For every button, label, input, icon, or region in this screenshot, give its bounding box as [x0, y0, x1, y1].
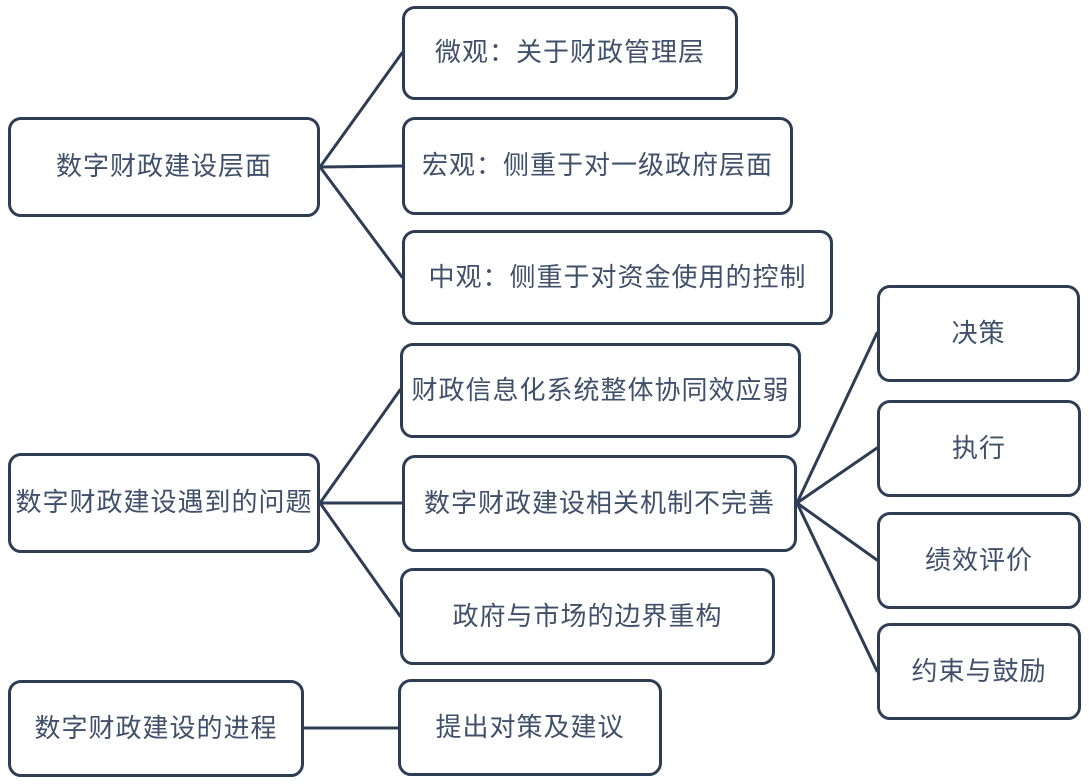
node-micro-level-label: 微观：关于财政管理层	[434, 38, 705, 68]
node-meso-level: 中观：侧重于对资金使用的控制	[402, 230, 833, 325]
node-boundary-restructure-label: 政府与市场的边界重构	[452, 601, 723, 631]
connector-problems-synergy	[318, 388, 402, 505]
node-construction-process-label: 数字财政建设的进程	[34, 713, 278, 743]
node-suggestions: 提出对策及建议	[398, 679, 662, 776]
connector-levels-micro	[318, 51, 404, 169]
node-execution: 执行	[877, 400, 1081, 497]
node-construction-process: 数字财政建设的进程	[8, 680, 304, 777]
node-problems-label: 数字财政建设遇到的问题	[15, 488, 313, 518]
node-construction-levels-label: 数字财政建设层面	[55, 152, 272, 182]
node-constraint-encouragement-label: 约束与鼓励	[911, 656, 1047, 686]
connector-levels-meso	[318, 165, 404, 279]
node-macro-level: 宏观：侧重于对一级政府层面	[402, 117, 793, 215]
connector-mechanism-execution	[795, 446, 879, 505]
node-problems: 数字财政建设遇到的问题	[8, 453, 320, 553]
node-decision: 决策	[877, 285, 1080, 382]
node-weak-synergy-label: 财政信息化系统整体协同效应弱	[411, 375, 790, 405]
connector-mechanism-performance	[795, 501, 879, 562]
node-imperfect-mechanism-label: 数字财政建设相关机制不完善	[423, 488, 775, 518]
node-execution-label: 执行	[951, 433, 1006, 463]
node-boundary-restructure: 政府与市场的边界重构	[400, 568, 775, 665]
node-meso-level-label: 中观：侧重于对资金使用的控制	[428, 262, 807, 292]
node-imperfect-mechanism: 数字财政建设相关机制不完善	[402, 455, 797, 552]
connector-mechanism-decision	[795, 331, 879, 505]
node-performance-evaluation: 绩效评价	[877, 512, 1081, 609]
connector-levels-macro	[318, 164, 404, 169]
connector-problems-boundary	[318, 501, 402, 618]
node-construction-levels: 数字财政建设层面	[8, 117, 320, 217]
connector-mechanism-constraint	[795, 501, 879, 673]
node-weak-synergy: 财政信息化系统整体协同效应弱	[400, 343, 801, 438]
node-suggestions-label: 提出对策及建议	[435, 712, 625, 742]
node-decision-label: 决策	[951, 318, 1006, 348]
node-performance-evaluation-label: 绩效评价	[924, 545, 1033, 575]
node-micro-level: 微观：关于财政管理层	[402, 6, 738, 100]
node-macro-level-label: 宏观：侧重于对一级政府层面	[421, 151, 773, 181]
node-constraint-encouragement: 约束与鼓励	[877, 623, 1081, 720]
